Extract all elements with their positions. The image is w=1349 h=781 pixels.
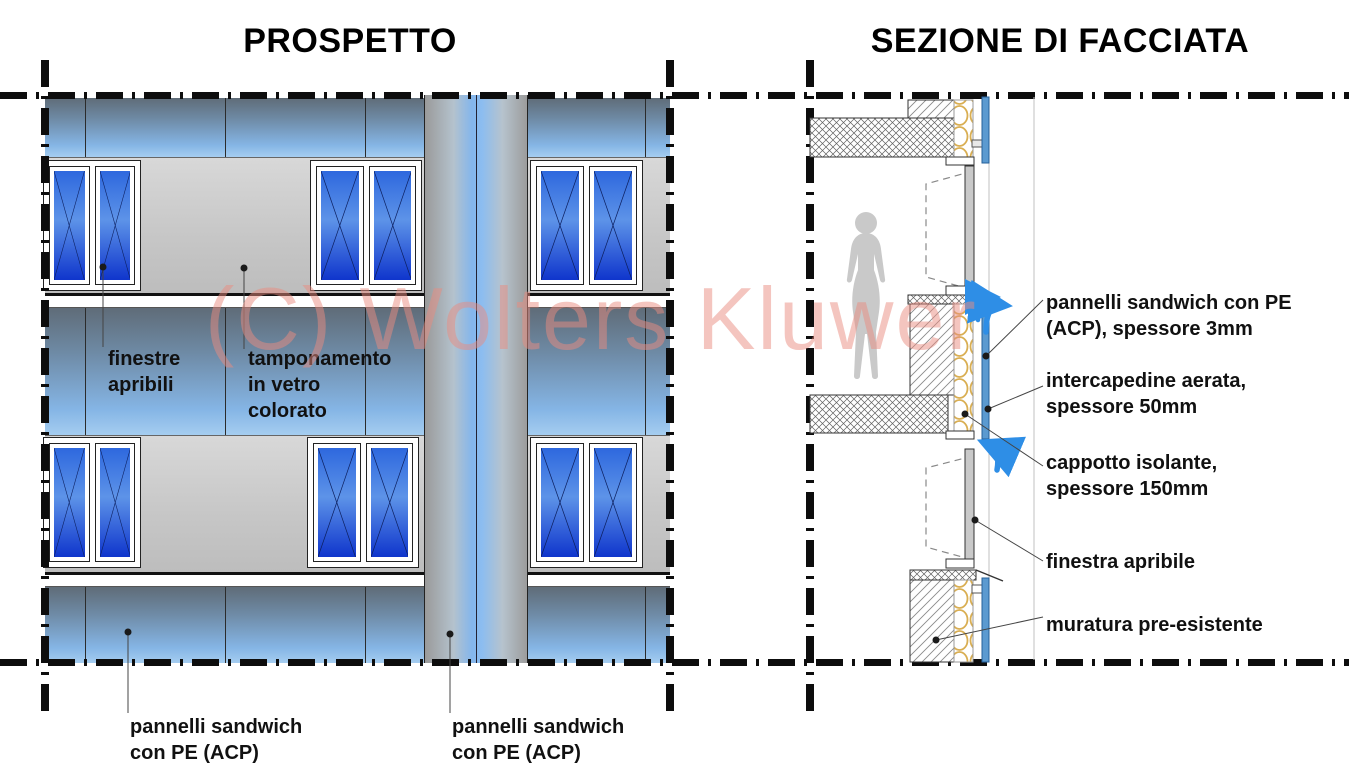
label-muratura: muratura pre-esistente xyxy=(1046,614,1263,636)
window-glass xyxy=(54,448,85,557)
spandrel-band-top xyxy=(45,98,670,157)
airflow-arrows xyxy=(964,279,1027,478)
window-sash xyxy=(589,443,637,562)
window-glass xyxy=(541,171,579,280)
acp-column xyxy=(424,95,528,663)
reference-lines xyxy=(988,97,1035,660)
panel-joint xyxy=(225,587,226,663)
casement-x-icon xyxy=(373,171,411,280)
window xyxy=(530,437,643,568)
window-glass xyxy=(99,171,130,280)
casement-x-icon xyxy=(318,448,356,557)
leader-lines xyxy=(102,267,1044,713)
casement-x-icon xyxy=(594,448,632,557)
panel-joint xyxy=(645,308,646,435)
panel-joint xyxy=(365,98,366,157)
mid-spandrel-assembly xyxy=(809,294,1005,440)
label-pannelli-sandwich: pannelli sandwich con PE (ACP), spessore… xyxy=(1046,292,1292,340)
label-pannelli-center: pannelli sandwich con PE (ACP) xyxy=(452,716,625,764)
label-finestre-apribili: finestre apribili xyxy=(108,348,181,396)
window-glass xyxy=(373,171,411,280)
casement-x-icon xyxy=(541,448,579,557)
panel-joint xyxy=(85,98,86,157)
window-glass xyxy=(321,171,359,280)
casement-x-icon xyxy=(594,171,632,280)
cut-line-right xyxy=(666,60,674,712)
casement-x-icon xyxy=(99,171,130,280)
window-sash xyxy=(536,443,584,562)
label-pannelli-left: pannelli sandwich con PE (ACP) xyxy=(130,716,303,764)
bottom-wall-assembly xyxy=(909,569,1004,663)
casement-x-icon xyxy=(54,171,85,280)
panel-joint xyxy=(645,98,646,157)
window-sash xyxy=(49,443,90,562)
panel-joint xyxy=(225,98,226,157)
panel-joint xyxy=(85,308,86,435)
copyright-watermark: (C) Wolters Kluwer xyxy=(205,269,978,368)
acp-column-joint xyxy=(476,95,477,663)
window-sash xyxy=(94,443,135,562)
window-sash xyxy=(589,166,637,285)
casement-x-icon xyxy=(541,171,579,280)
label-tamponamento: tamponamento in vetro colorato xyxy=(248,348,392,422)
spandrel-band-middle xyxy=(45,308,670,435)
section-cut-line-bottom xyxy=(0,659,1349,666)
facade-elevation xyxy=(43,95,670,663)
window-sash xyxy=(365,443,413,562)
label-cappotto: cappotto isolante, spessore 150mm xyxy=(1046,452,1218,500)
window-sash xyxy=(49,166,90,285)
panel-joint xyxy=(365,308,366,435)
window xyxy=(310,160,422,291)
person-silhouette xyxy=(846,212,886,379)
window-glass xyxy=(594,171,632,280)
cut-line-left xyxy=(41,60,49,712)
window-glass xyxy=(99,448,130,557)
window-glass xyxy=(594,448,632,557)
label-intercapedine: intercapedine aerata, spessore 50mm xyxy=(1046,370,1247,418)
panel-joint xyxy=(85,587,86,663)
window xyxy=(530,160,643,291)
window xyxy=(307,437,419,568)
casement-x-icon xyxy=(54,448,85,557)
window-sash xyxy=(536,166,584,285)
spandrel-band-bottom xyxy=(45,587,670,663)
casement-x-icon xyxy=(370,448,408,557)
casement-x-icon xyxy=(321,171,359,280)
top-slab-assembly xyxy=(809,96,990,166)
section-cut-line-top xyxy=(0,92,1349,99)
window-glass xyxy=(370,448,408,557)
window-sash xyxy=(316,166,364,285)
cut-line-section xyxy=(806,60,814,712)
window-sash xyxy=(368,166,416,285)
prospetto-title: PROSPETTO xyxy=(243,22,457,60)
leader-dots xyxy=(99,263,992,644)
window-sash xyxy=(313,443,361,562)
panel-joint xyxy=(225,308,226,435)
window xyxy=(43,437,141,568)
label-finestra-apribile: finestra apribile xyxy=(1046,551,1195,573)
window-glass xyxy=(318,448,356,557)
sezione-title: SEZIONE DI FACCIATA xyxy=(870,22,1250,60)
casement-x-icon xyxy=(99,448,130,557)
window-glass xyxy=(54,171,85,280)
window-section-lower xyxy=(925,448,975,569)
panel-joint xyxy=(645,587,646,663)
window-glass xyxy=(541,448,579,557)
panel-joint xyxy=(365,587,366,663)
